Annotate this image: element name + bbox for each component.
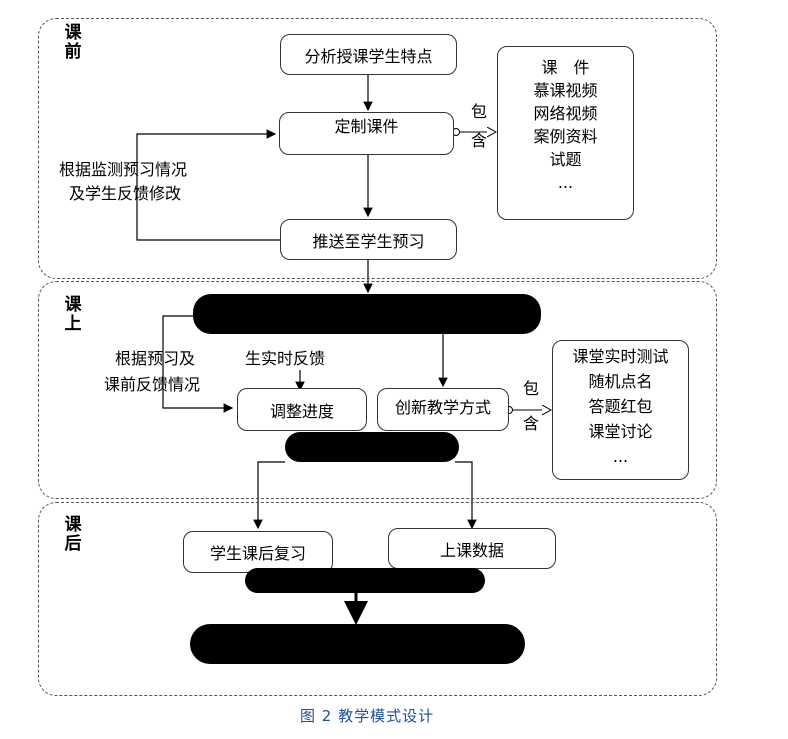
phase-before (38, 18, 717, 279)
phase-label-after: 课后 (64, 515, 82, 554)
class-data-box: 上课数据 (388, 528, 556, 569)
analyze-students-box: 分析授课学生特点 (280, 34, 457, 75)
customize-courseware-label: 定制课件 (334, 117, 399, 136)
note-left-line1: 根据预习及 (115, 349, 196, 368)
redacted-bar-during-bottom (285, 432, 459, 462)
activity-item: 课堂讨论 (588, 422, 653, 441)
activity-item: 随机点名 (588, 372, 653, 391)
feedback-note-line2: 及学生反馈修改 (69, 184, 182, 203)
resources-list: 课 件 慕课视频 网络视频 案例资料 试题 ... (533, 56, 597, 194)
resource-item: 慕课视频 (533, 81, 598, 100)
activities-list: 课堂实时测试 随机点名 答题红包 课堂讨论 ... (572, 344, 668, 469)
contains-label-during-b: 含 (523, 414, 540, 433)
branch-right (455, 461, 477, 530)
resource-item: 案例资料 (533, 127, 598, 146)
innovate-teaching-box: 创新教学方式 (377, 388, 509, 431)
customize-courseware-box: 定制课件 (279, 112, 454, 155)
student-review-box: 学生课后复习 (183, 531, 333, 573)
branch-left (253, 461, 285, 530)
contains-label-during-a: 包 (523, 379, 540, 398)
redacted-bar-after-bottom (190, 624, 525, 664)
activities-box: 课堂实时测试 随机点名 答题红包 课堂讨论 ... (552, 340, 689, 480)
push-preview-box: 推送至学生预习 (280, 219, 457, 260)
phase-after (38, 502, 717, 696)
activity-item: ... (612, 447, 629, 466)
phase-during (38, 281, 717, 499)
figure-caption: 图 2 教学模式设计 (300, 707, 435, 725)
adjust-progress-box: 调整进度 (237, 388, 367, 431)
feedback-loop-before (136, 129, 280, 241)
resource-item: 网络视频 (533, 104, 598, 123)
realtime-feedback-note: 生实时反馈 (245, 349, 326, 368)
resources-box: 课 件 慕课视频 网络视频 案例资料 试题 ... (497, 46, 634, 220)
activity-item: 答题红包 (588, 397, 653, 416)
phase-label-during: 课上 (64, 295, 82, 334)
contains-label-before-b: 含 (471, 131, 488, 150)
feedback-loop-during (162, 315, 234, 413)
resource-item: 课 件 (541, 58, 590, 77)
phase-label-before: 课前 (64, 23, 82, 62)
resource-item: 试题 (549, 150, 582, 169)
redacted-bar-during-top (193, 294, 541, 334)
innovate-teaching-label: 创新教学方式 (394, 398, 491, 417)
contains-label-before-a: 包 (471, 102, 488, 121)
feedback-note-line1: 根据监测预习情况 (59, 160, 188, 179)
resource-item: ... (557, 173, 574, 192)
activity-item: 课堂实时测试 (572, 347, 669, 366)
redacted-bar-after-top (245, 568, 485, 593)
note-left-line2: 课前反馈情况 (104, 375, 201, 394)
